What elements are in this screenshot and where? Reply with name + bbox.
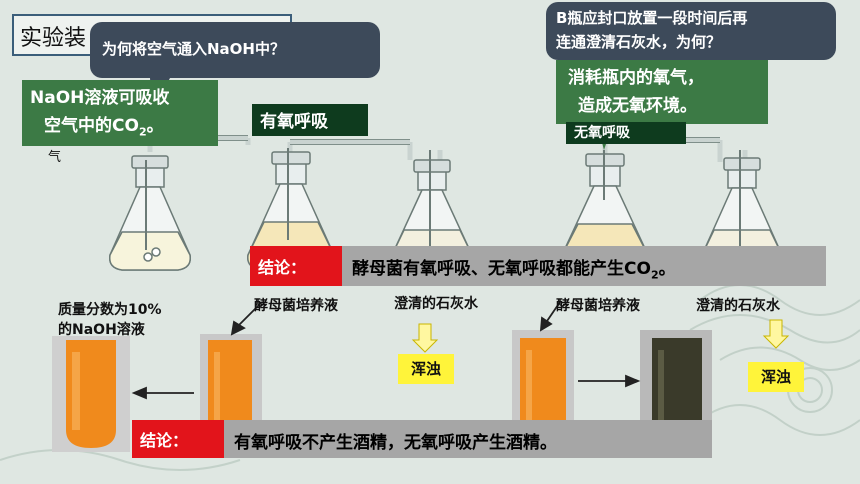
test-tube-1 <box>52 336 130 452</box>
caption-yeast-1: 酵母菌培养液 <box>254 298 338 314</box>
question-bottle-line2: 连通澄清石灰水，为何？ <box>556 33 722 51</box>
conclusion-co2-text: 酵母菌有氧呼吸、无氧呼吸都能产生CO2。 <box>352 259 676 282</box>
answer-naoh-line2: 空气中的CO2。 <box>44 116 164 139</box>
slide-title: 实验装 <box>20 26 87 51</box>
label-anaerobic: 无氧呼吸 <box>566 122 686 144</box>
conclusion-tag-alcohol: 结论： <box>132 420 224 458</box>
conclusion-tag-co2: 结论： <box>250 246 342 286</box>
turbid-label-1: 浑浊 <box>398 354 454 384</box>
caption-naoh-line2: 的NaOH溶液 <box>58 322 145 338</box>
flask-naoh <box>109 155 191 271</box>
caption-limewater-2: 澄清的石灰水 <box>696 298 780 314</box>
answer-box-naoh: NaOH溶液可吸收 空气中的CO2。 <box>22 80 218 146</box>
caption-limewater-1: 澄清的石灰水 <box>394 296 478 312</box>
conclusion-band-co2 <box>250 246 826 286</box>
answer-box-oxygen: 消耗瓶内的氧气， 造成无氧环境。 <box>556 60 768 124</box>
caption-yeast-2: 酵母菌培养液 <box>556 298 640 314</box>
label-aerobic: 有氧呼吸 <box>252 104 368 136</box>
question-bubble-bottle: B瓶应封口放置一段时间后再 连通澄清石灰水，为何？ <box>546 2 836 60</box>
question-bottle-line1: B瓶应封口放置一段时间后再 <box>556 9 748 27</box>
question-bubble-air: 为何将空气通入NaOH中？ <box>90 22 380 78</box>
arrows <box>131 301 641 400</box>
answer-naoh-line1: NaOH溶液可吸收 <box>30 88 170 108</box>
conclusion-band-alcohol <box>132 420 712 458</box>
conclusion-alcohol-text: 有氧呼吸不产生酒精，无氧呼吸产生酒精。 <box>234 433 557 453</box>
down-arrows <box>411 319 790 353</box>
answer-oxygen-line1: 消耗瓶内的氧气， <box>568 68 704 88</box>
question-air-text: 为何将空气通入NaOH中？ <box>102 40 285 58</box>
answer-oxygen-line2: 造成无氧环境。 <box>578 96 697 116</box>
air-label: 气 <box>48 150 62 165</box>
turbid-label-2: 浑浊 <box>748 362 804 392</box>
caption-naoh-line1: 质量分数为10% <box>58 302 162 318</box>
caption-naoh: 质量分数为10% 的NaOH溶液 <box>58 300 162 340</box>
